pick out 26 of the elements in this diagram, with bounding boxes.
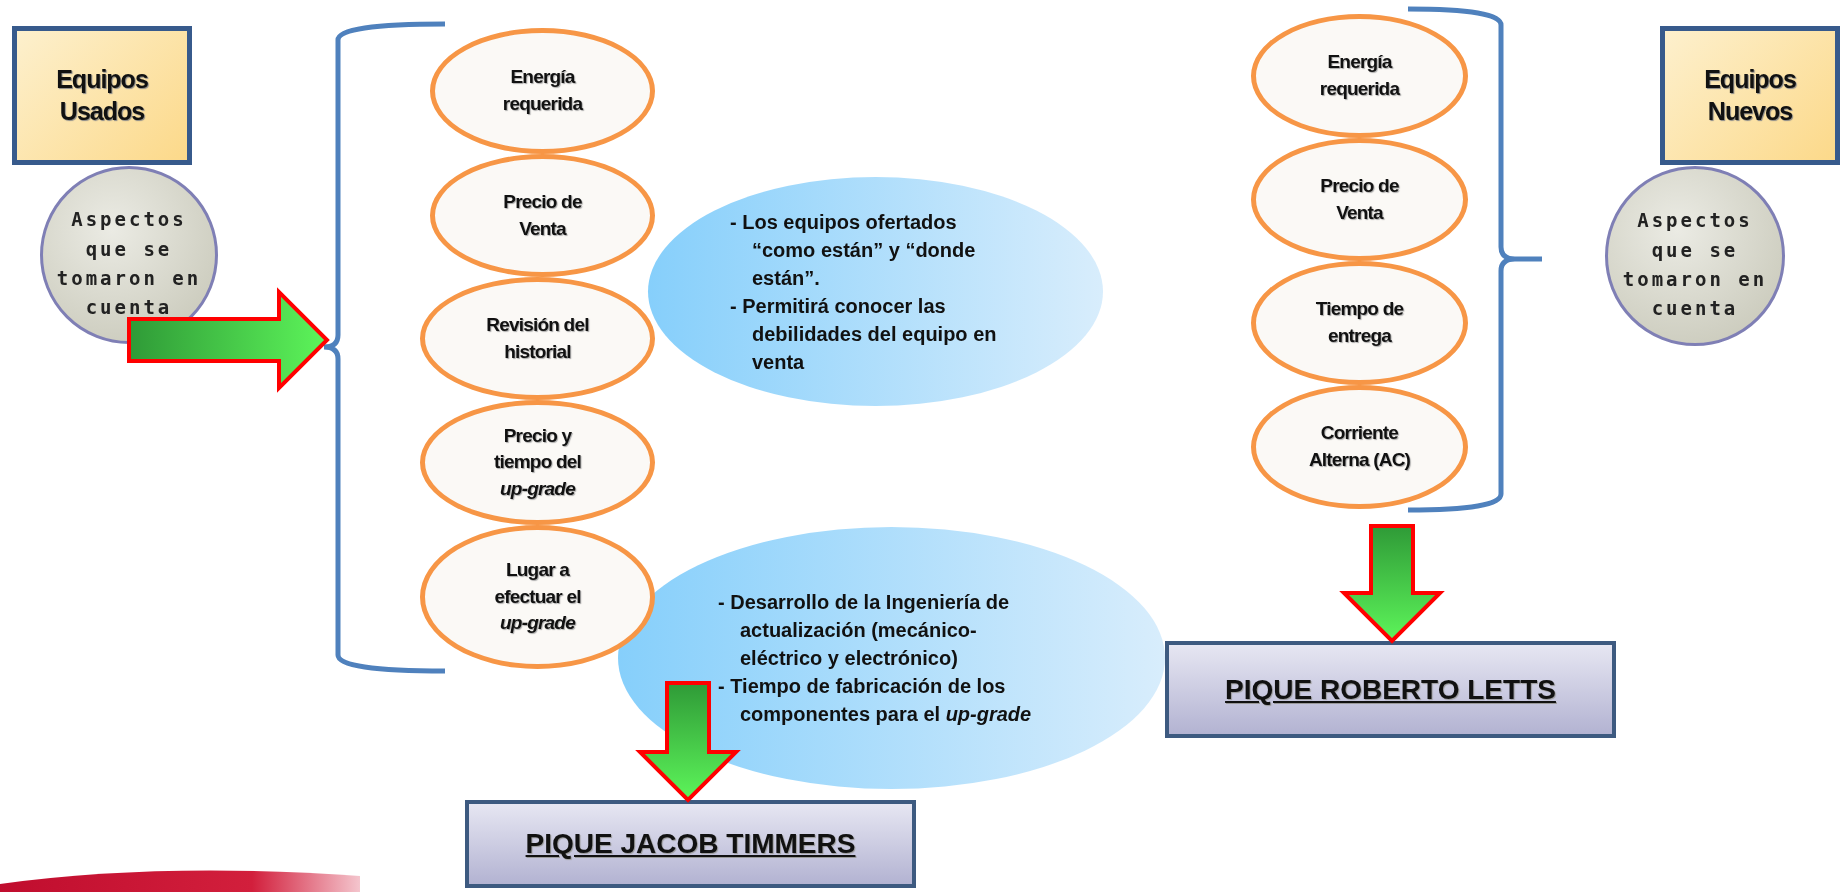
block-arrow: [1339, 524, 1445, 644]
block-arrow: [635, 681, 741, 803]
criterion-text: Corriente Alterna (AC): [1307, 421, 1412, 472]
criterion-text: Precio y tiempo del up-grade: [493, 423, 582, 501]
criterion-text: Tiempo de entrega: [1314, 297, 1405, 348]
result-title: PIQUE ROBERTO LETTS: [1225, 672, 1556, 707]
note-text: - Permitirá conocer las debilidades del equipo en venta: [730, 293, 998, 375]
group-title: Equipos Nuevos: [1703, 64, 1797, 127]
criterion-text: Precio de Venta: [1319, 173, 1400, 225]
criterion-text: Energía requerida: [501, 65, 584, 116]
result-box: [1165, 641, 1616, 738]
result-box: [465, 800, 916, 888]
group-title: Equipos Usados: [55, 64, 149, 127]
circle-label: Aspectos que se tomaron en cuenta: [55, 207, 203, 321]
criterion-text: Lugar a efectuar el up-grade: [493, 558, 582, 636]
criterion-text: Precio de Venta: [502, 189, 583, 241]
criterion-text: Energía requerida: [1318, 50, 1401, 101]
title-box: [1660, 26, 1840, 165]
title-box: [12, 26, 192, 165]
circle-label: Aspectos que se tomaron en cuenta: [1621, 208, 1769, 322]
note-text: - Tiempo de fabricación de los componentes para el up-grade: [718, 674, 1033, 727]
block-arrow: [127, 287, 330, 393]
criterion-text: Revisión del historial: [485, 312, 590, 364]
note-text: - Desarrollo de la Ingeniería de actualización (mecánico-eléctrico y electrónico): [718, 590, 1011, 671]
note-text: - Los equipos ofertados “como están” y “donde están”.: [730, 209, 977, 291]
result-title: PIQUE JACOB TIMMERS: [525, 827, 856, 861]
